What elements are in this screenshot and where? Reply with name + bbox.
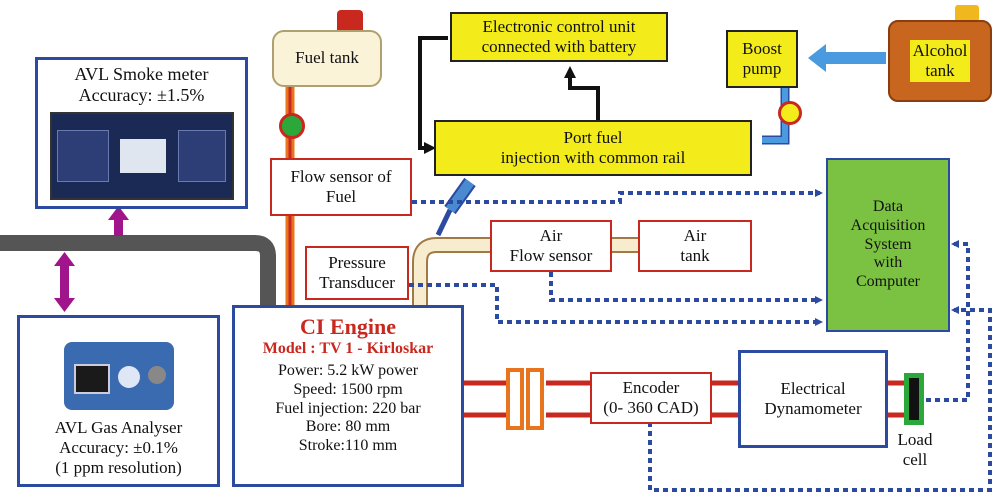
- gas-analyser-resolution: (1 ppm resolution): [55, 457, 182, 477]
- engine-spec-injection: Fuel injection: 220 bar: [275, 399, 421, 417]
- smoke-meter-accuracy: Accuracy: ±1.5%: [78, 85, 205, 106]
- boost-pump-line2: pump: [742, 59, 782, 78]
- port-fuel-line2: injection with common rail: [500, 148, 686, 167]
- load-cell-bar: [904, 373, 924, 425]
- load-cell-signal: [926, 240, 970, 402]
- engine-spec-power: Power: 5.2 kW power: [277, 361, 419, 379]
- daq-line4: with: [873, 254, 903, 272]
- fuel-valve-icon: [279, 113, 305, 139]
- alcohol-tank-label-box: Alcohol tank: [909, 39, 971, 83]
- pressure-signal: [409, 283, 823, 326]
- air-flow-line2: Flow sensor: [509, 246, 593, 265]
- ecu-to-rail-arrow: [418, 36, 448, 154]
- load-cell-line1: Load: [897, 430, 933, 449]
- daq-line5: Computer: [856, 273, 920, 291]
- port-fuel-injection-box: Port fuel injection with common rail: [434, 120, 752, 176]
- fuel-flow-sensor-line2: Fuel: [325, 187, 357, 206]
- encoder-line2: (0- 360 CAD): [603, 398, 699, 417]
- load-cell-label: Load cell: [893, 430, 937, 469]
- port-fuel-line1: Port fuel: [563, 127, 623, 147]
- exhaust-pipe: [0, 235, 276, 305]
- alcohol-tank-line2: tank: [925, 61, 955, 80]
- gas-analyser-title: AVL Gas Analyser: [54, 417, 183, 437]
- encoder-box: Encoder (0- 360 CAD): [590, 372, 712, 424]
- fuel-tank-cap: [337, 10, 363, 32]
- smoke-meter-box: AVL Smoke meter Accuracy: ±1.5%: [35, 57, 248, 209]
- air-tank-line1: Air: [683, 225, 707, 245]
- boost-pump-line1: Boost: [742, 38, 782, 58]
- ci-engine-box: CI Engine Model : TV 1 - Kirloskar Power…: [232, 305, 464, 487]
- pressure-line2: Transducer: [319, 273, 395, 292]
- load-cell-line2: cell: [902, 449, 928, 469]
- dynamometer-line2: Dynamometer: [764, 399, 862, 418]
- engine-spec-bore: Bore: 80 mm: [305, 418, 391, 436]
- encoder-line1: Encoder: [622, 377, 680, 397]
- alcohol-tank: Alcohol tank: [888, 20, 992, 102]
- gas-analyser-arrow: [54, 252, 75, 312]
- air-flow-line1: Air: [539, 225, 563, 245]
- alcohol-to-pump-arrow: [808, 44, 886, 72]
- engine-spec-stroke: Stroke:110 mm: [298, 437, 398, 455]
- daq-line1: Data: [872, 197, 904, 215]
- dynamometer-box: Electrical Dynamometer: [738, 350, 888, 448]
- boost-pump-box: Boost pump: [726, 30, 798, 88]
- engine-spec-speed: Speed: 1500 rpm: [293, 380, 403, 398]
- gas-analyser-box: AVL Gas Analyser Accuracy: ±0.1% (1 ppm …: [17, 315, 220, 487]
- alcohol-valve-icon: [778, 101, 802, 125]
- gas-analyser-image: [63, 341, 174, 410]
- fuel-tank-label: Fuel tank: [295, 48, 359, 68]
- pressure-transducer-box: Pressure Transducer: [305, 246, 409, 300]
- coupling: [506, 368, 544, 430]
- encoder-signal: [648, 306, 992, 492]
- alcohol-tank-line1: Alcohol: [912, 40, 968, 60]
- air-tank-line2: tank: [680, 246, 710, 265]
- pressure-line1: Pressure: [328, 252, 386, 272]
- air-flow-signal: [549, 272, 823, 304]
- smoke-meter-image: [49, 112, 234, 201]
- dynamometer-line1: Electrical: [780, 378, 846, 398]
- data-acquisition-box: Data Acquisition System with Computer: [826, 158, 950, 332]
- engine-model: Model : TV 1 - Kirloskar: [262, 339, 434, 357]
- drive-shaft: [464, 380, 906, 418]
- ecu-line1: Electronic control unit: [482, 16, 636, 36]
- fuel-flow-sensor-line1: Flow sensor of: [290, 166, 392, 186]
- alcohol-tank-cap: [955, 5, 979, 23]
- flow-sensor-signal: [412, 189, 823, 204]
- air-tank-box: Air tank: [638, 220, 752, 272]
- daq-line2: Acquisition: [850, 216, 926, 234]
- air-flow-sensor-box: Air Flow sensor: [490, 220, 612, 272]
- injector: [435, 177, 476, 237]
- engine-title: CI Engine: [300, 314, 396, 339]
- rail-to-ecu-arrow: [564, 66, 600, 120]
- fuel-tank: Fuel tank: [272, 30, 382, 87]
- ecu-line2: connected with battery: [481, 37, 637, 56]
- fuel-flow-sensor-box: Flow sensor of Fuel: [270, 158, 412, 216]
- smoke-meter-arrow: [108, 206, 129, 236]
- daq-line3: System: [864, 235, 912, 253]
- gas-analyser-accuracy: Accuracy: ±0.1%: [59, 437, 178, 457]
- ecu-box: Electronic control unit connected with b…: [450, 12, 668, 62]
- smoke-meter-title: AVL Smoke meter: [74, 64, 209, 84]
